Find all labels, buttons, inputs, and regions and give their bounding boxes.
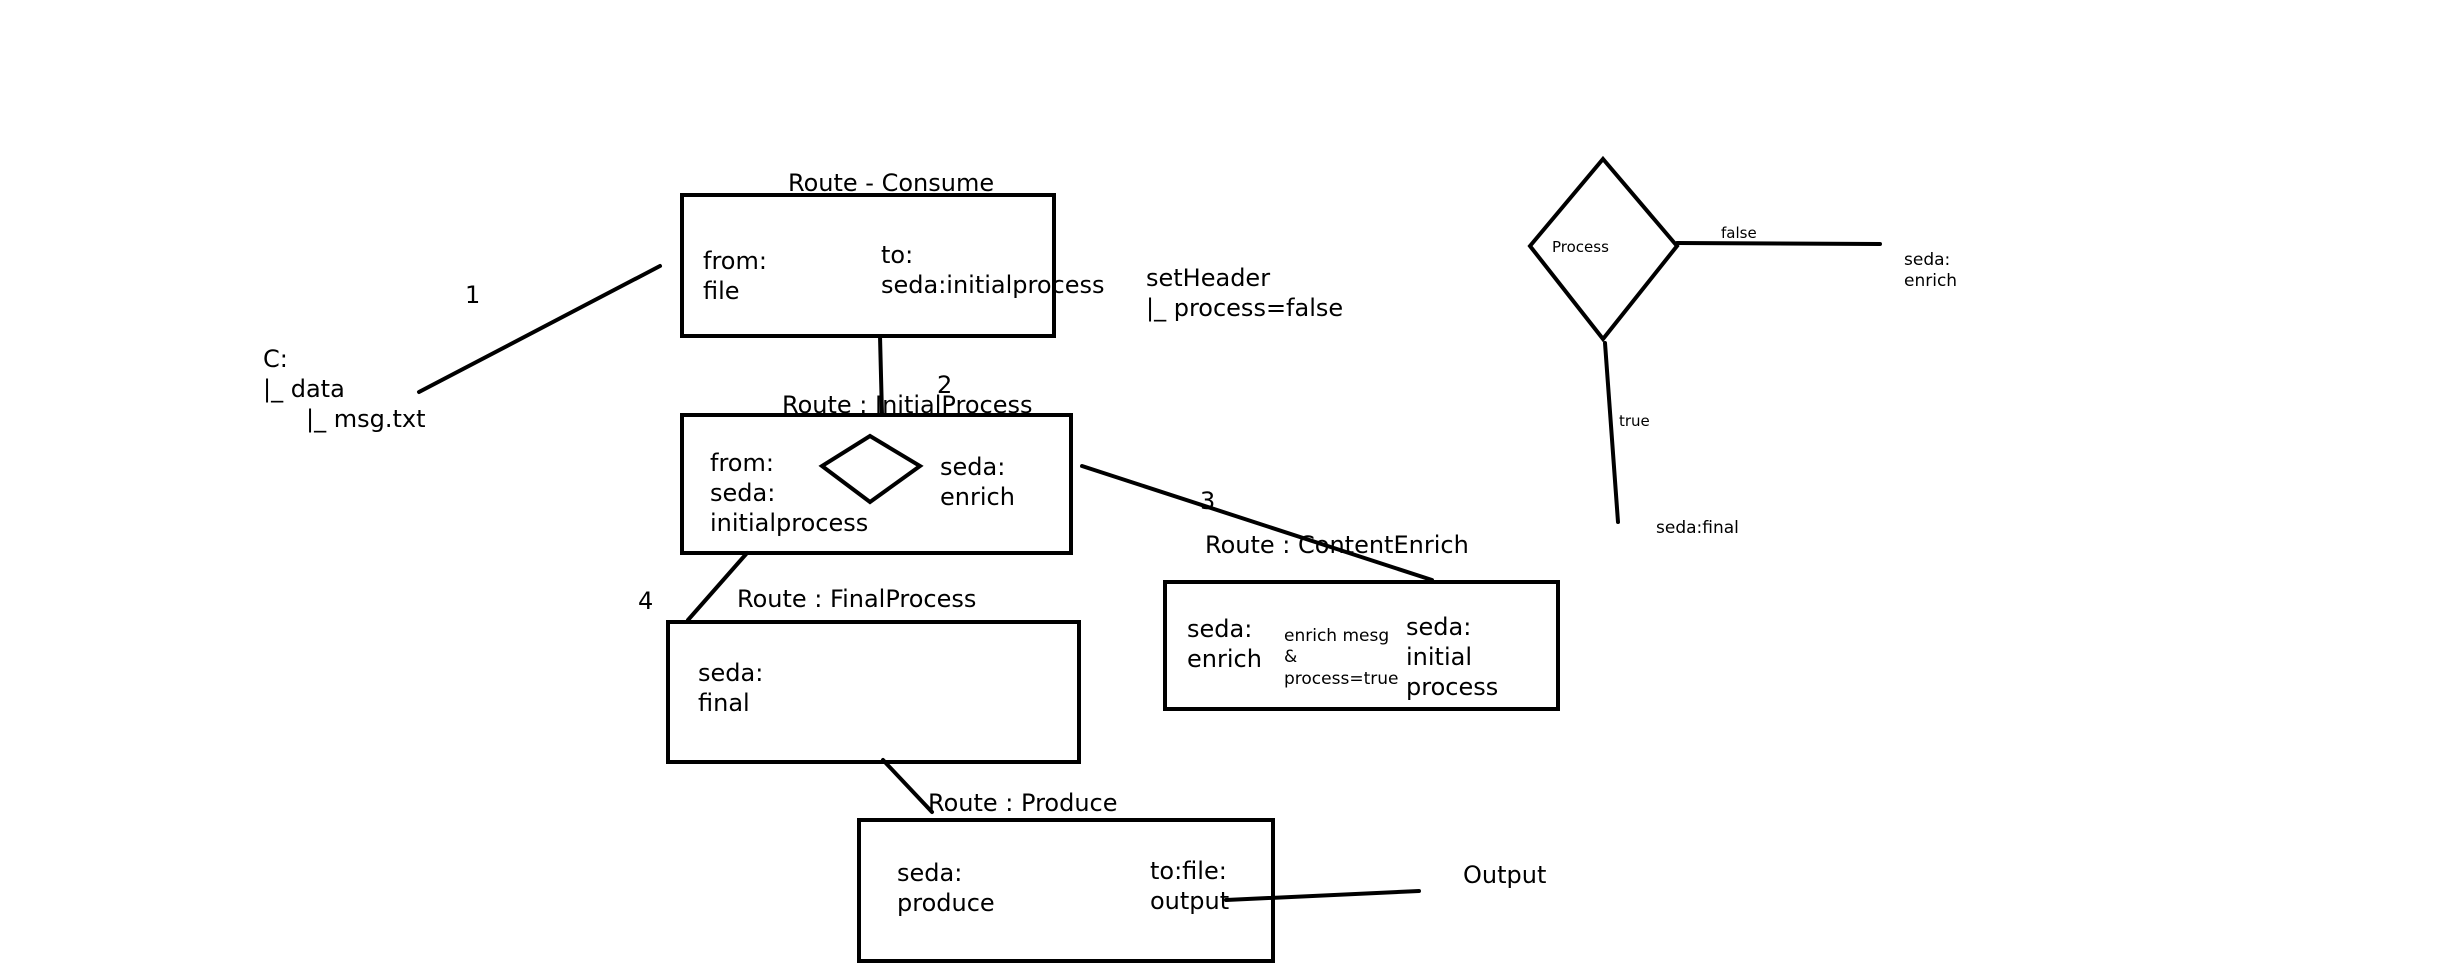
route-consume-box <box>680 193 1056 338</box>
route-contentenrich-box <box>1163 580 1560 711</box>
route-initialprocess-box <box>680 413 1073 555</box>
legend-decision-label: Process <box>1552 238 1609 256</box>
output-label: Output <box>1463 861 1547 889</box>
route-produce-title: Route : Produce <box>928 789 1118 817</box>
route-produce-box <box>857 818 1275 963</box>
connector-initialprocess-to-contentenrich <box>1080 464 1434 582</box>
connector-file-to-consume <box>417 264 662 394</box>
route-contentenrich-from: seda: enrich <box>1187 615 1262 673</box>
route-consume-from: from: file <box>703 247 767 305</box>
connector-produce-to-output <box>1224 889 1421 902</box>
set-header-note: setHeader |_ process=false <box>1146 264 1344 322</box>
route-finalprocess-box <box>666 620 1081 764</box>
legend-true-target: seda:final <box>1656 518 1739 538</box>
legend-true-label: true <box>1619 412 1650 430</box>
filesystem-file: |_ msg.txt <box>306 405 426 433</box>
filesystem-drive: C: <box>263 345 288 373</box>
route-initialprocess-to: seda: enrich <box>940 453 1015 511</box>
route-finalprocess-endpoint: seda: final <box>698 659 764 717</box>
step-number-1: 1 <box>465 281 481 309</box>
connector-initialprocess-to-finalprocess <box>686 551 749 622</box>
connector-consume-to-initialprocess <box>878 334 884 417</box>
route-consume-to: to: seda:initialprocess <box>881 241 1105 299</box>
legend-false-label: false <box>1721 224 1757 242</box>
route-contentenrich-to: seda: initial process <box>1406 613 1499 701</box>
route-produce-to: to:file: output <box>1150 857 1230 915</box>
route-consume-title: Route - Consume <box>788 169 995 197</box>
route-produce-from: seda: produce <box>897 859 995 917</box>
route-initialprocess-from: from: seda: initialprocess <box>710 449 869 537</box>
filesystem-folder: |_ data <box>263 375 345 403</box>
legend-false-target: seda: enrich <box>1904 250 1958 292</box>
legend-true-branch <box>1603 341 1620 524</box>
choice-diamond <box>818 433 924 505</box>
route-contentenrich-note: enrich mesg & process=true <box>1284 626 1399 689</box>
legend-decision-diamond <box>1527 155 1680 343</box>
route-initialprocess-title: Route : InitialProcess <box>782 391 1033 419</box>
route-finalprocess-title: Route : FinalProcess <box>737 585 977 613</box>
step-number-4: 4 <box>638 587 654 615</box>
legend-false-branch <box>1675 241 1882 246</box>
step-number-2: 2 <box>937 371 953 399</box>
route-contentenrich-title: Route : ContentEnrich <box>1205 531 1469 559</box>
step-number-3: 3 <box>1200 487 1216 515</box>
connector-finalprocess-to-produce <box>881 758 934 814</box>
